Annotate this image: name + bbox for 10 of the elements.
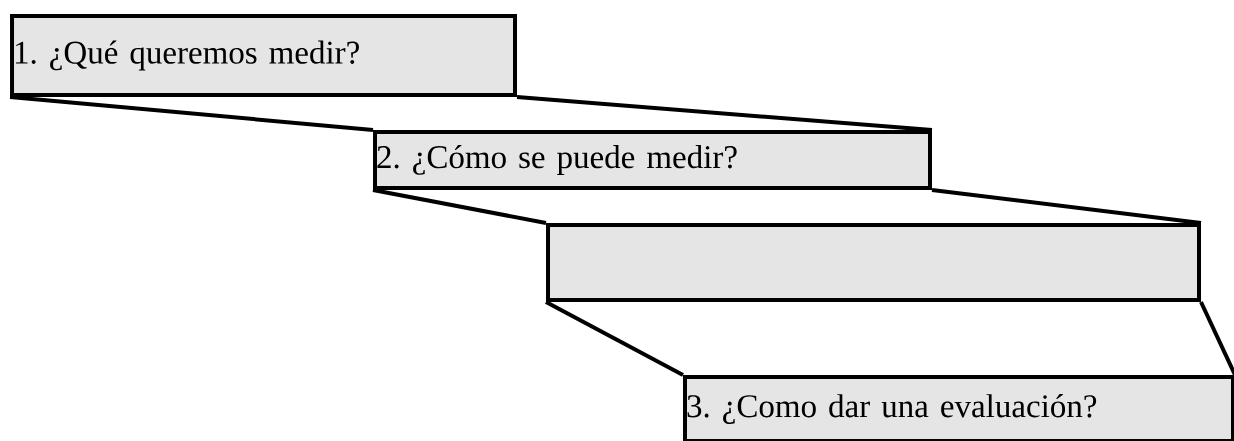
connector-line [545, 300, 684, 377]
question-box: 3. ¿Como dar una evaluación? [683, 375, 1234, 441]
connector-line [9, 95, 374, 132]
connector-line [1199, 301, 1234, 376]
question-box: 2. ¿Cómo se puede medir? [373, 130, 932, 190]
empty-box [546, 223, 1201, 302]
connector-line [931, 188, 1202, 225]
connector-line [372, 188, 547, 225]
connector-line [516, 95, 933, 132]
question-box: 1. ¿Qué queremos medir? [10, 14, 517, 97]
